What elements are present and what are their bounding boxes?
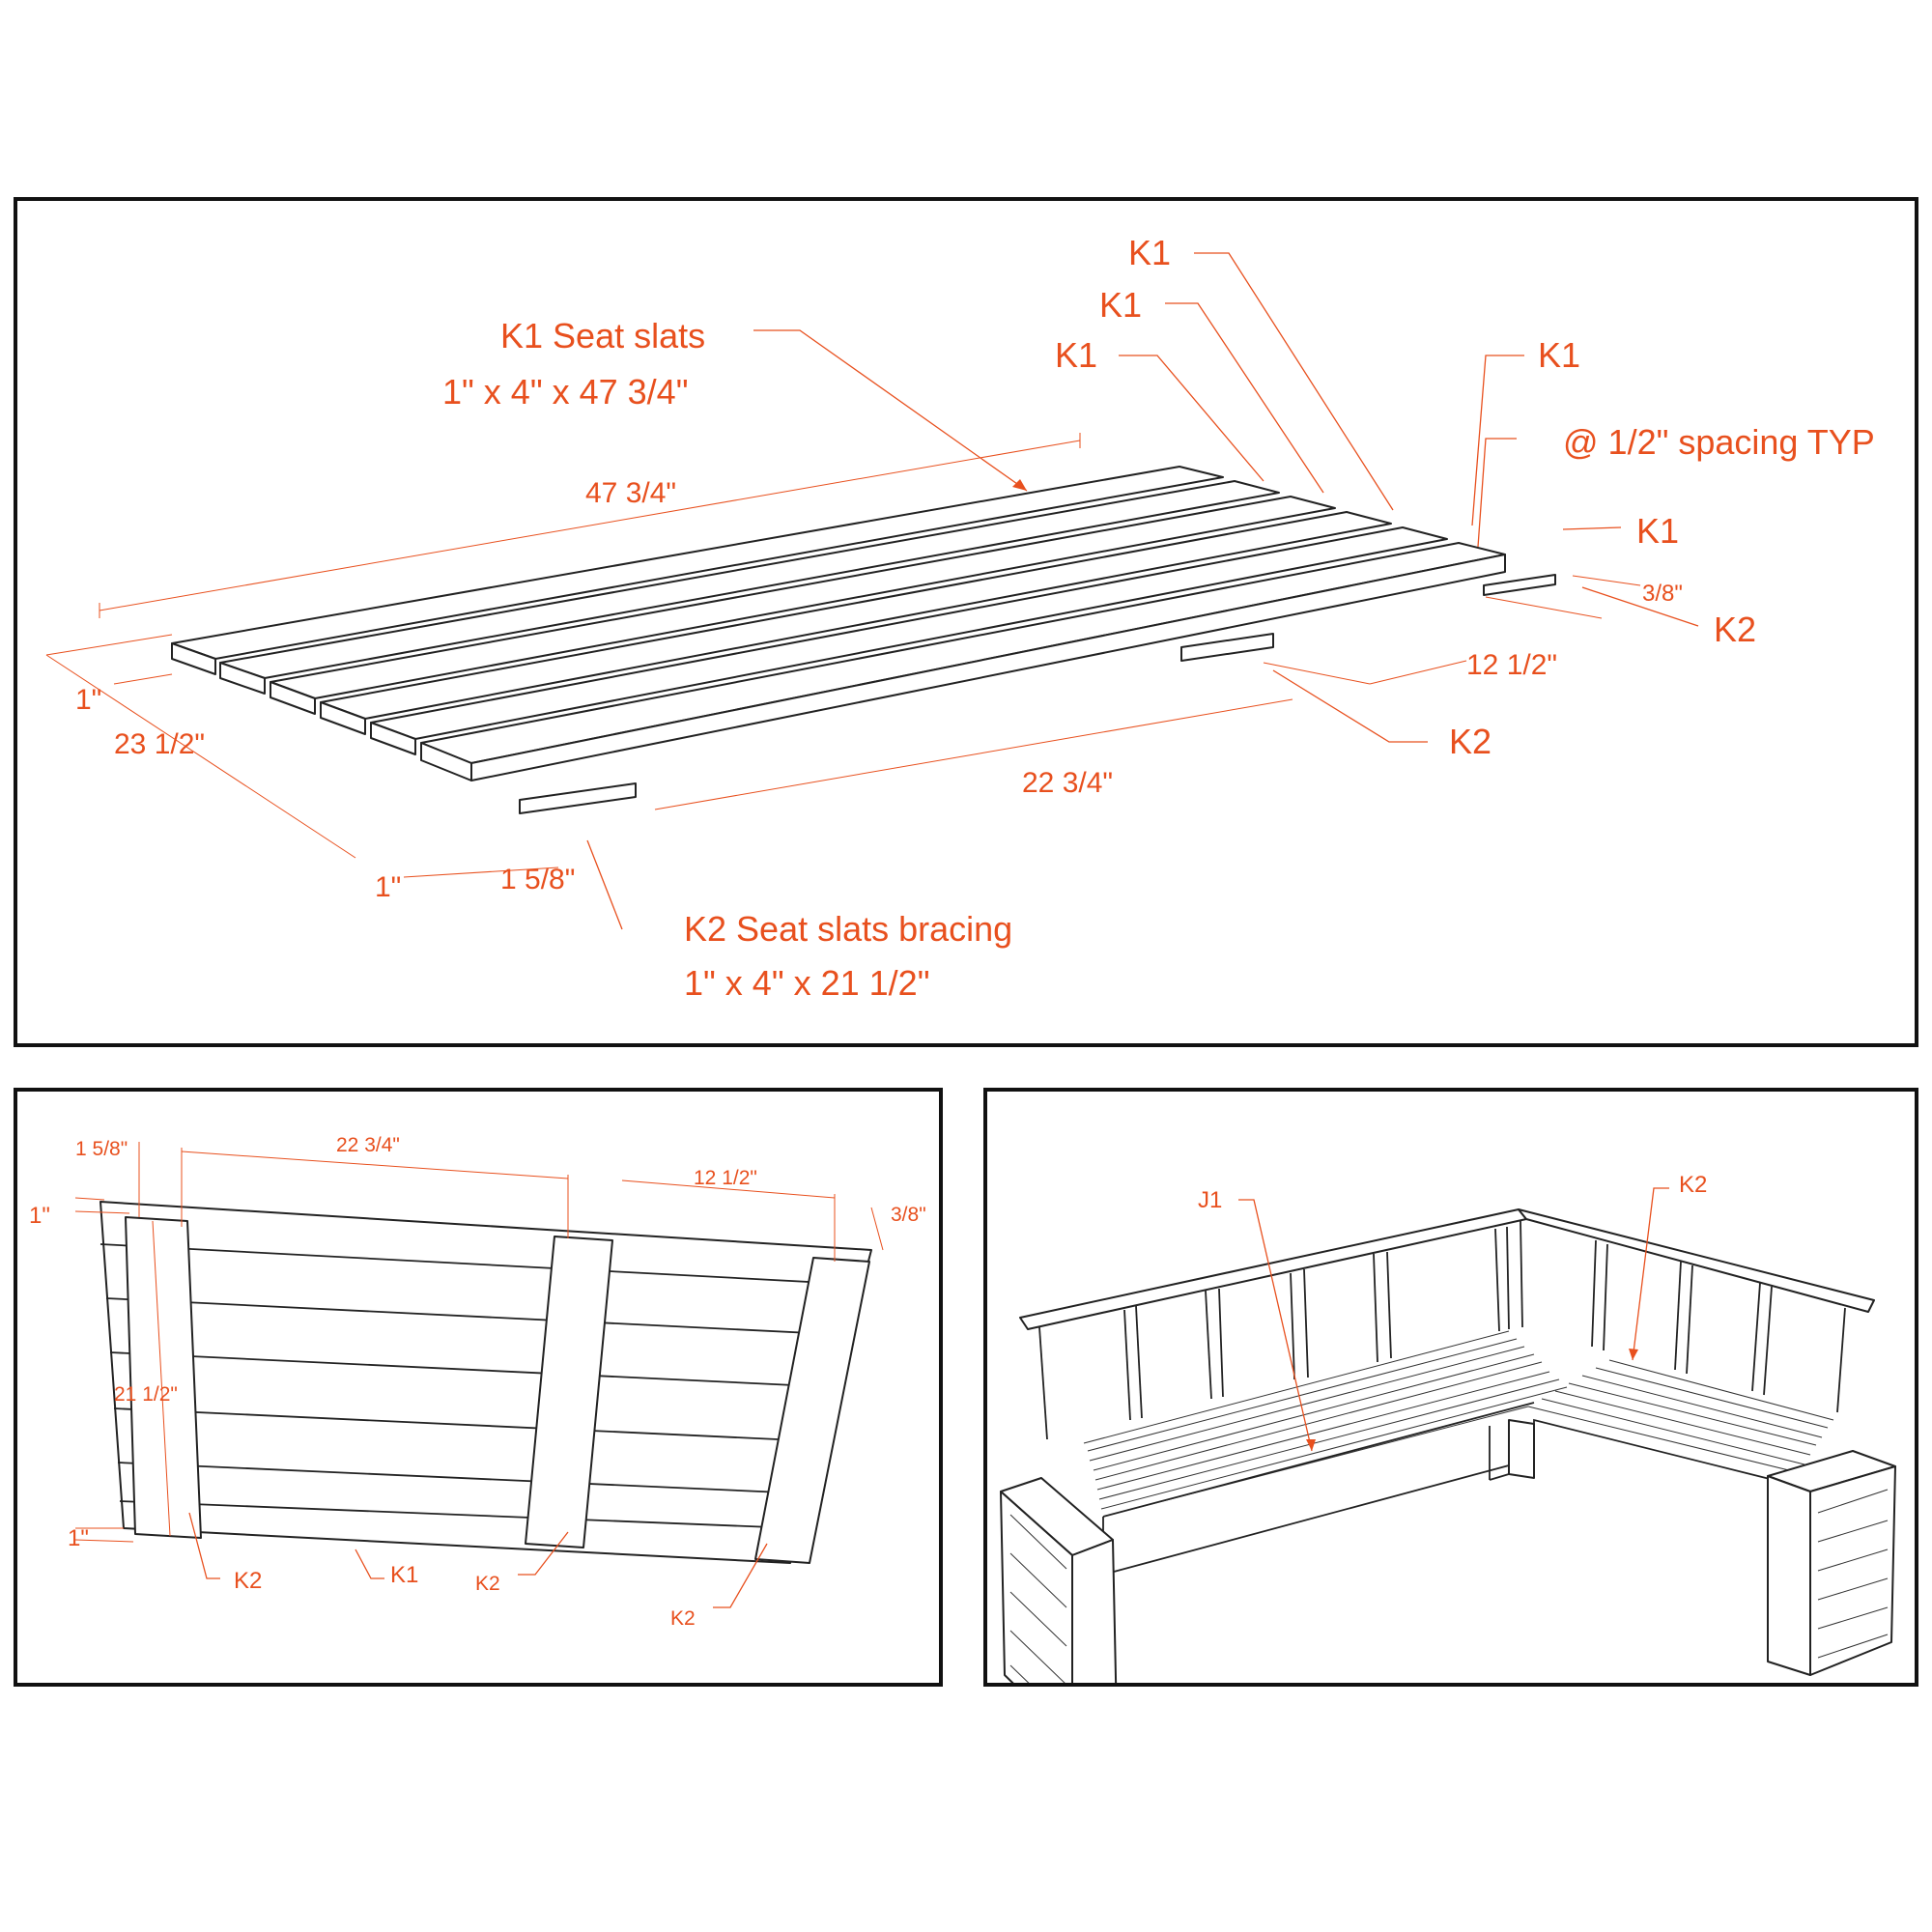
- dim-brace-offset: 1 5/8": [500, 864, 575, 895]
- dim-depth: 23 1/2": [114, 728, 205, 760]
- seat-slat-4-edge: [320, 701, 366, 735]
- sectional-sofa-drawing: J1 K2: [1000, 1172, 1896, 1683]
- dim-underside-right-end-offset: 3/8": [891, 1204, 926, 1226]
- label-sofa-k2: K2: [1679, 1172, 1707, 1198]
- seat-slat-2-edge: [219, 662, 266, 695]
- dim-right-spacing: 12 1/2": [1466, 649, 1557, 681]
- sofa-seat-slats-long: [1083, 1330, 1568, 1518]
- seat-slat-6-front-face: [470, 554, 1506, 781]
- dim-brace-spacing: 22 3/4": [1022, 767, 1113, 799]
- sofa-back-frame: [1019, 1208, 1875, 1440]
- seat-slat-1-edge: [171, 642, 216, 675]
- sofa-corner-leg: [1508, 1419, 1535, 1479]
- top-panel-seat-slats-assembly: K1 Seat slats 1" x 4" x 47 3/4" K1 K1 K1…: [14, 197, 1918, 1047]
- seat-slat-3-edge: [270, 681, 316, 715]
- k2-bracing-title: K2 Seat slats bracing: [684, 909, 1012, 949]
- label-k1-a: K1: [1128, 233, 1171, 272]
- label-k1-d: K1: [1538, 335, 1580, 375]
- sofa-right-arm: [1767, 1450, 1896, 1676]
- seat-slats-isometric-drawing: K1 Seat slats 1" x 4" x 47 3/4" K1 K1 K1…: [45, 233, 1875, 1003]
- label-k2-right: K2: [1714, 610, 1756, 649]
- sofa-right-arm-outer: [1809, 1465, 1896, 1676]
- label-k1-e: K1: [1636, 511, 1679, 551]
- label-k1-c: K1: [1055, 335, 1097, 375]
- seat-slat-5-edge: [370, 722, 416, 755]
- seat-slats-k1-group: [171, 466, 1506, 781]
- sofa-left-arm: [1000, 1477, 1118, 1683]
- k1-seat-slats-title: K1 Seat slats: [500, 316, 705, 355]
- brace-k2-back: [1483, 574, 1556, 596]
- k2-bracing-size: 1" x 4" x 21 1/2": [684, 963, 929, 1003]
- dim-underside-top-offset: 1": [29, 1203, 50, 1229]
- label-underside-k2-left: K2: [234, 1568, 262, 1594]
- label-k1-b: K1: [1099, 285, 1142, 325]
- sofa-seat-slats-short: [1527, 1359, 1834, 1473]
- underside-brace-right: [754, 1257, 870, 1564]
- label-underside-k2-right: K2: [670, 1607, 696, 1630]
- bottom-left-panel-underside-view: 1 5/8" 22 3/4" 12 1/2" 3/8" 1" 21 1/2" 1…: [14, 1088, 943, 1687]
- dim-right-end-offset: 3/8": [1642, 581, 1683, 607]
- dim-underside-brace-length: 21 1/2": [114, 1383, 178, 1406]
- dim-underside-brace-spacing: 22 3/4": [336, 1134, 400, 1156]
- bracing-k2-group: [519, 574, 1556, 814]
- sofa-back-top-rail-left: [1019, 1208, 1527, 1330]
- k1-seat-slats-size: 1" x 4" x 47 3/4": [442, 372, 688, 412]
- dim-underside-right-spacing: 12 1/2": [694, 1167, 757, 1189]
- sofa-right-arm-front: [1767, 1475, 1811, 1676]
- dim-underside-bottom-offset: 1": [68, 1525, 89, 1551]
- dim-front-offset: 1": [375, 871, 401, 903]
- dim-underside-brace-offset: 1 5/8": [75, 1138, 128, 1160]
- underside-leader-lines: [188, 1512, 768, 1608]
- underside-braces-k2: [125, 1216, 870, 1564]
- label-underside-k1: K1: [390, 1562, 418, 1588]
- label-k2-middle: K2: [1449, 722, 1492, 761]
- brace-k2-middle: [1180, 633, 1274, 662]
- underside-view-drawing: 1 5/8" 22 3/4" 12 1/2" 3/8" 1" 21 1/2" 1…: [29, 1134, 926, 1630]
- sofa-left-arm-front: [1071, 1539, 1118, 1683]
- label-sofa-j1: J1: [1198, 1187, 1222, 1213]
- underside-slats-k1: [99, 1201, 872, 1564]
- leader-lines: [586, 252, 1699, 930]
- brace-k2-front: [519, 782, 637, 814]
- sofa-leader-lines: [1238, 1187, 1669, 1452]
- dim-left-end-offset: 1": [75, 684, 101, 716]
- sofa-back-top-rail-right: [1518, 1208, 1875, 1313]
- label-underside-k2-middle: K2: [475, 1573, 500, 1595]
- underside-brace-left: [125, 1216, 202, 1539]
- underside-dimension-lines: [74, 1142, 884, 1543]
- dim-length: 47 3/4": [585, 477, 676, 509]
- spacing-note: @ 1/2" spacing TYP: [1563, 422, 1875, 462]
- underside-brace-middle: [525, 1236, 613, 1548]
- sofa-seat-frame: [1102, 1402, 1798, 1577]
- underside-slat-frame: [99, 1201, 872, 1564]
- bottom-right-panel-sectional-sofa: J1 K2: [983, 1088, 1918, 1687]
- dimension-lines: [45, 433, 1641, 878]
